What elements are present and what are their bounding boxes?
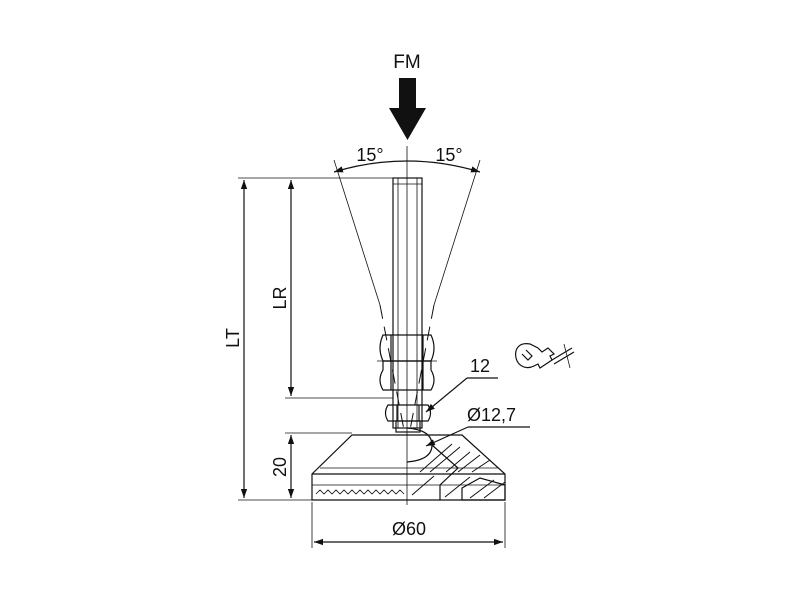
angle-left-label: 15° — [356, 145, 383, 165]
thread-length-label: LR — [270, 286, 290, 309]
base-texture — [315, 489, 405, 495]
base-diameter-label: Ø60 — [392, 519, 426, 539]
base-height-dimension — [285, 432, 352, 498]
wrench-icon — [515, 343, 575, 369]
total-length-dimension — [238, 177, 393, 501]
wrench-size-label: 12 — [470, 356, 490, 376]
force-label: FM — [393, 52, 420, 73]
base-pad — [311, 427, 506, 501]
ball-diameter-label: Ø12,7 — [467, 405, 516, 425]
tilt-angle-dimension — [333, 159, 481, 431]
total-length-label: LT — [223, 328, 243, 348]
ball-diameter-leader — [425, 426, 530, 447]
thread-length-dimension — [285, 180, 393, 399]
hex-nut — [377, 334, 437, 391]
base-diameter-dimension — [311, 502, 506, 548]
force-arrow — [389, 78, 426, 140]
angle-right-label: 15° — [435, 145, 462, 165]
base-height-label: 20 — [270, 457, 290, 477]
arrow-down-icon — [389, 78, 426, 140]
wrench-size-leader — [425, 377, 498, 413]
